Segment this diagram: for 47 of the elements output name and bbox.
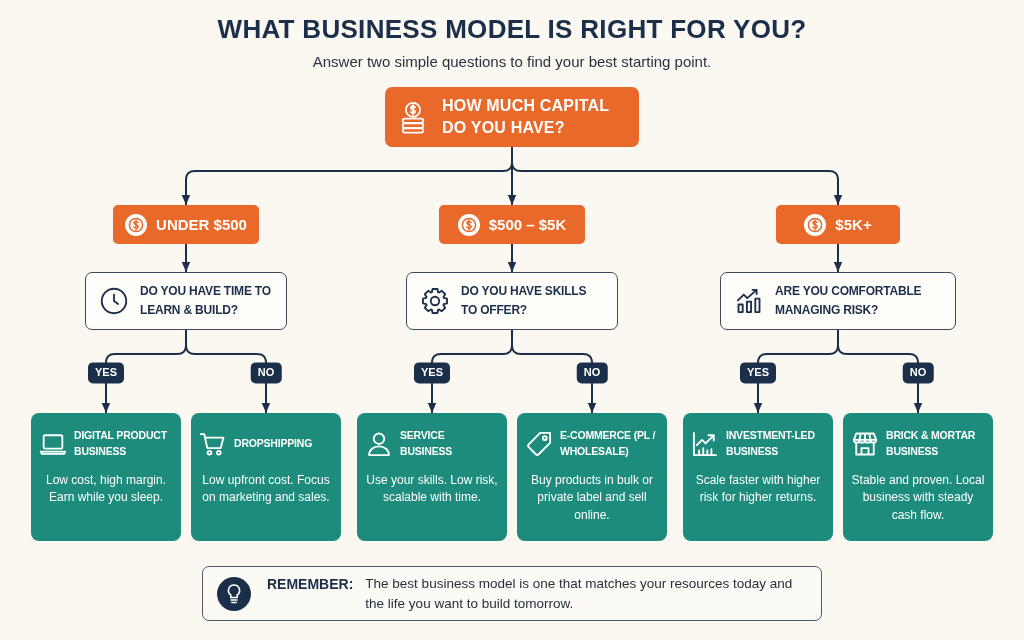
question-box bbox=[406, 272, 618, 330]
business-model-card bbox=[31, 413, 181, 541]
question-text: ARE YOU COMFORTABLE MANAGING RISK? bbox=[775, 283, 923, 319]
title: WHAT BUSINESS MODEL IS RIGHT FOR YOU? bbox=[217, 14, 807, 45]
edge-label: YES bbox=[414, 362, 450, 384]
business-model-card bbox=[191, 413, 341, 541]
question-text: HOW MUCH CAPITAL DO YOU HAVE? bbox=[442, 95, 611, 138]
note-box bbox=[202, 566, 822, 621]
business-model-card bbox=[517, 413, 667, 541]
business-model-card bbox=[843, 413, 993, 541]
card-title: DROPSHIPPING bbox=[234, 436, 313, 452]
edge-label: NO bbox=[902, 362, 934, 384]
question-box bbox=[720, 272, 956, 330]
range-box bbox=[439, 205, 585, 244]
card-description: Scale faster with higher risk for higher returns. bbox=[694, 472, 822, 507]
card-description: Stable and proven. Local business with steady cash flow. bbox=[851, 472, 985, 524]
card-description: Use your skills. Low risk, scalable with time. bbox=[365, 472, 499, 507]
range-label: $500 – $5K bbox=[488, 216, 567, 233]
range-box bbox=[113, 205, 259, 244]
business-model-card bbox=[357, 413, 507, 541]
card-title: BRICK & MORTAR BUSINESS bbox=[886, 428, 977, 459]
range-label: UNDER $500 bbox=[156, 216, 247, 233]
range-box bbox=[776, 205, 900, 244]
arrow bbox=[181, 243, 191, 273]
note-text: The best business model is one that matches your resources today and the life you want to build tomorrow. bbox=[365, 574, 794, 613]
card-description: Buy products in bulk or private label and sell online. bbox=[529, 472, 655, 524]
range-label: $5K+ bbox=[835, 216, 872, 233]
edge-label: NO bbox=[576, 362, 608, 384]
question-text: DO YOU HAVE TIME TO LEARN & BUILD? bbox=[140, 283, 272, 319]
question-text: DO YOU HAVE SKILLS TO OFFER? bbox=[461, 283, 588, 319]
arrow bbox=[511, 146, 843, 206]
card-title: SERVICE BUSINESS bbox=[400, 428, 454, 459]
card-title: INVESTMENT-LED BUSINESS bbox=[726, 428, 816, 459]
card-description: Low upfront cost. Focus on marketing and sales. bbox=[201, 472, 331, 507]
card-title: E-COMMERCE (PL / WHOLESALE) bbox=[560, 428, 657, 459]
business-model-card bbox=[683, 413, 833, 541]
arrow bbox=[833, 243, 843, 273]
card-description: Low cost, high margin. Earn while you sleep. bbox=[44, 472, 168, 507]
note-label: REMEMBER: bbox=[267, 574, 354, 594]
edge-label: YES bbox=[740, 362, 776, 384]
card-title: DIGITAL PRODUCT BUSINESS bbox=[74, 428, 168, 459]
question-box bbox=[85, 272, 287, 330]
edge-label: NO bbox=[250, 362, 282, 384]
edge-label: YES bbox=[88, 362, 124, 384]
question-box bbox=[385, 87, 639, 147]
subtitle: Answer two simple questions to find your best starting point. bbox=[312, 53, 712, 70]
arrow bbox=[507, 243, 517, 273]
